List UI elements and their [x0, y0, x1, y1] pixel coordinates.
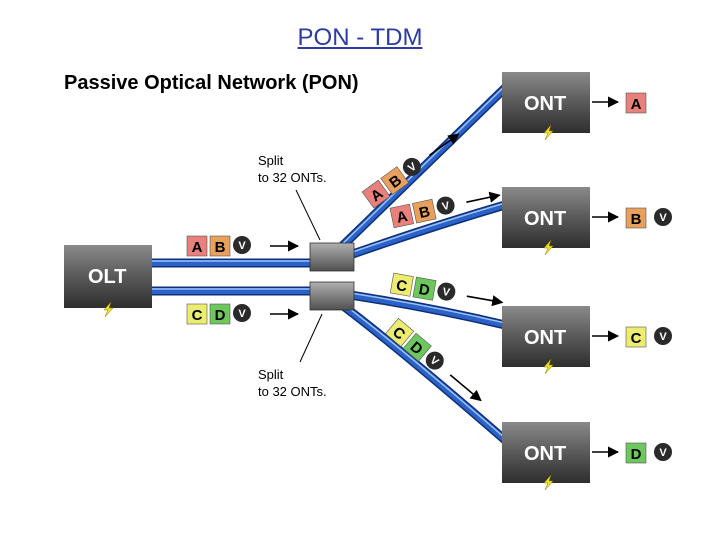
- input-signal-tag: [186, 235, 208, 257]
- signal-tag-label: A: [395, 208, 409, 227]
- signal-tag-label: B: [631, 211, 642, 228]
- split-leader-line: [299, 313, 323, 363]
- v-signal-icon: [437, 282, 456, 301]
- split-leader-line: [295, 189, 321, 241]
- lightning-icon: [103, 301, 114, 318]
- slide-title: PON - TDM: [297, 24, 423, 51]
- ont-output-tag: [625, 326, 647, 348]
- input-signal-tag: [209, 303, 231, 325]
- v-signal-icon: [233, 304, 251, 322]
- branch-signal-arrow: [466, 191, 501, 203]
- branch-signal-tag: [389, 203, 414, 229]
- v-signal-label: V: [659, 331, 667, 343]
- ont-label: ONT: [524, 327, 566, 349]
- branch-signal-tag: [380, 166, 410, 195]
- split-note-line: to 32 ONTs.: [258, 384, 327, 399]
- signal-tag-label: C: [192, 307, 203, 324]
- signal-tag-label: A: [192, 239, 203, 256]
- v-signal-label: V: [238, 308, 246, 320]
- split-note-upper: Split to 32 ONTs.: [258, 152, 327, 186]
- v-signal-label: V: [659, 447, 667, 459]
- branch-signal-tag: [389, 272, 414, 297]
- v-signal-icon: [654, 327, 672, 345]
- v-signal-icon: [425, 351, 444, 370]
- signal-tag-label: B: [418, 203, 432, 222]
- lightning-icon: [543, 358, 554, 375]
- branch-signal-group: ABV: [361, 133, 460, 209]
- signal-tag-label: D: [215, 307, 226, 324]
- diagram-title: Passive Optical Network (PON): [64, 72, 359, 94]
- v-signal-label: V: [442, 286, 452, 299]
- lightning-icon: [543, 239, 554, 256]
- branch-signal-arrow: [429, 133, 460, 156]
- v-signal-icon: [654, 443, 672, 461]
- ont-output-tag: [625, 207, 647, 229]
- ont-output-tag: [625, 442, 647, 464]
- splitter-box: [309, 281, 355, 311]
- ont-box: [502, 306, 590, 367]
- ont-label: ONT: [524, 208, 566, 230]
- v-signal-icon: [233, 236, 251, 254]
- signal-tag-label: C: [631, 330, 642, 347]
- splitter-box: [309, 242, 355, 272]
- ont-label: ONT: [524, 93, 566, 115]
- input-signal-tag: [209, 235, 231, 257]
- branch-signal-arrow: [449, 374, 482, 402]
- branch-signal-tag: [412, 198, 437, 224]
- split-leader-lines: [295, 189, 323, 363]
- branch-signal-tag: [402, 332, 432, 362]
- v-signal-icon: [402, 157, 421, 176]
- olt-label: OLT: [88, 266, 127, 288]
- v-signal-icon: [436, 196, 455, 215]
- signal-tag-label: B: [215, 239, 226, 256]
- ont-box: [502, 72, 590, 133]
- ont-output-tag: [625, 92, 647, 114]
- v-signal-icon: [654, 208, 672, 226]
- olt-box: [64, 245, 152, 308]
- ont-box: [502, 187, 590, 248]
- signal-tag-label: D: [631, 446, 642, 463]
- branch-signal-tag: [361, 179, 391, 209]
- signal-tag-label: A: [631, 96, 642, 113]
- equipment-boxes: OLT ONT ONT ONT ONT: [64, 72, 620, 491]
- input-signal-tag: [186, 303, 208, 325]
- split-note-line: to 32 ONTs.: [258, 170, 327, 185]
- signal-tag-label: D: [417, 281, 431, 300]
- split-note-lower: Split to 32 ONTs.: [258, 366, 327, 400]
- v-signal-label: V: [441, 200, 451, 213]
- split-note-line: Split: [258, 367, 284, 382]
- ont-box: [502, 422, 590, 483]
- branch-signal-tag: [385, 317, 415, 347]
- lightning-icon: [543, 124, 554, 141]
- v-signal-label: V: [238, 240, 246, 252]
- branch-signal-group: CDV: [385, 317, 482, 402]
- v-signal-label: V: [659, 212, 667, 224]
- lightning-icon: [543, 474, 554, 491]
- ont-label: ONT: [524, 443, 566, 465]
- split-note-line: Split: [258, 153, 284, 168]
- branch-signal-tag: [412, 276, 437, 301]
- signal-tag-label: C: [395, 277, 409, 296]
- branch-signal-arrow: [466, 295, 504, 307]
